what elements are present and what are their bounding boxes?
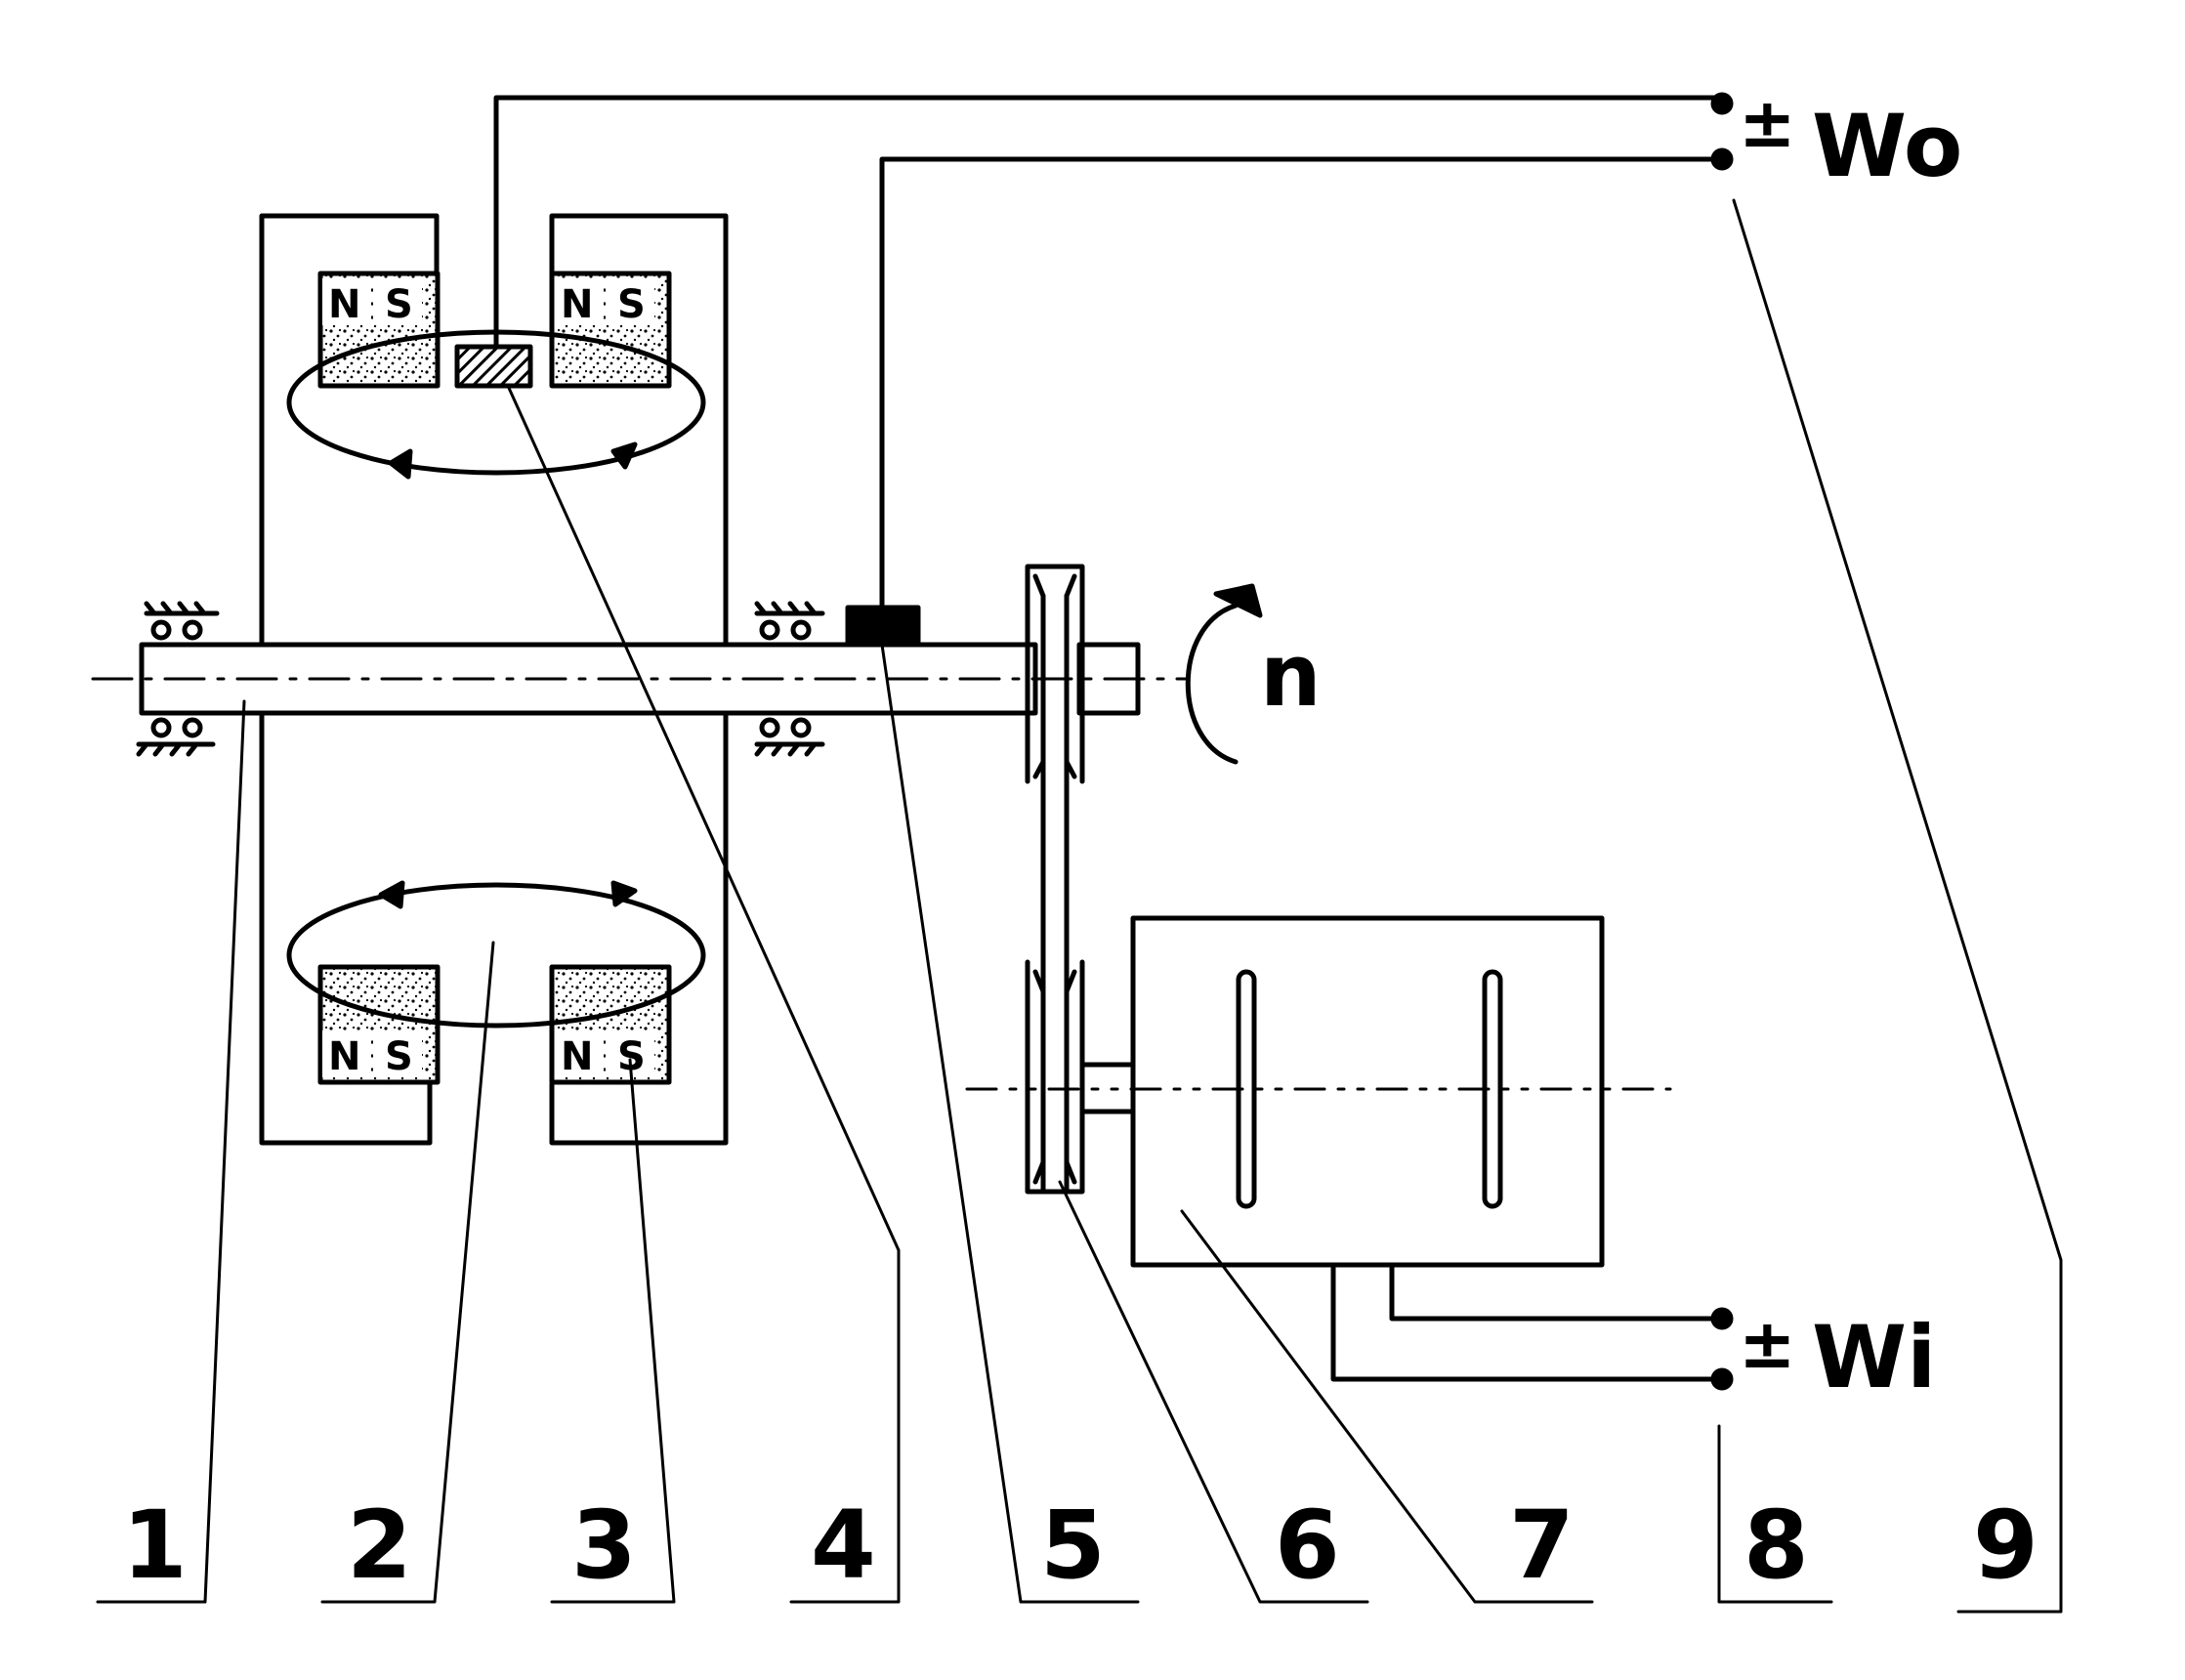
motor-shaft-stub	[1079, 1062, 1136, 1114]
output-terminal-minus	[1710, 147, 1734, 171]
rotation-arrowhead	[1213, 583, 1263, 618]
input-wire-minus	[1330, 1262, 1722, 1382]
small-pulley	[1025, 959, 1085, 1195]
motor-fin-right	[1482, 969, 1503, 1209]
input-terminal-minus	[1710, 1367, 1734, 1391]
pole-labels: N S N S N S N S	[328, 282, 646, 1079]
bearing-right	[754, 601, 825, 757]
callout-4: 4	[811, 1491, 876, 1600]
drive-belt	[1040, 593, 1070, 1195]
input-wire-plus	[1389, 1262, 1722, 1322]
pole-label-n: N	[328, 1034, 360, 1079]
lower-flux-loop	[286, 882, 706, 1029]
pole-label-s: S	[385, 282, 413, 327]
flux-arrow	[610, 441, 638, 470]
callout-6: 6	[1275, 1491, 1340, 1600]
pole-label-s: S	[385, 1034, 413, 1079]
output-terminal-label: Wo	[1812, 96, 1962, 196]
callout-3: 3	[571, 1491, 637, 1600]
upper-sensor	[454, 344, 533, 389]
pole-label-n: N	[561, 1034, 593, 1079]
callout-7: 7	[1509, 1491, 1575, 1600]
callout-5: 5	[1040, 1491, 1106, 1600]
pole-label-s: S	[617, 1034, 646, 1079]
pole-label-n: N	[561, 282, 593, 327]
bearing-left	[136, 601, 220, 757]
callout-2: 2	[347, 1491, 412, 1600]
motor-fin-left	[1236, 969, 1257, 1209]
magnet-frame	[259, 213, 729, 1146]
pole-label-n: N	[328, 282, 360, 327]
flux-arrow	[378, 880, 405, 909]
flux-arrow	[610, 880, 638, 907]
rotation-arrow	[1185, 603, 1239, 765]
output-terminal-plus	[1710, 92, 1734, 115]
output-wire-minus	[879, 156, 1722, 610]
input-terminal-label: Wi	[1812, 1307, 1936, 1407]
callout-9: 9	[1973, 1491, 2038, 1600]
flux-arrow	[388, 448, 413, 480]
output-wire-plus	[493, 95, 1722, 350]
callout-8: 8	[1744, 1491, 1809, 1600]
drive-motor	[1130, 915, 1605, 1268]
pole-label-s: S	[617, 282, 646, 327]
leader-lines	[96, 198, 2063, 1614]
input-terminal-plus	[1710, 1307, 1734, 1330]
output-terminal-signs: ±	[1739, 83, 1796, 163]
callout-1: 1	[122, 1491, 188, 1600]
speed-label: n	[1260, 625, 1322, 726]
input-terminal-signs: ±	[1739, 1304, 1796, 1384]
slip-ring-brush	[845, 605, 921, 648]
